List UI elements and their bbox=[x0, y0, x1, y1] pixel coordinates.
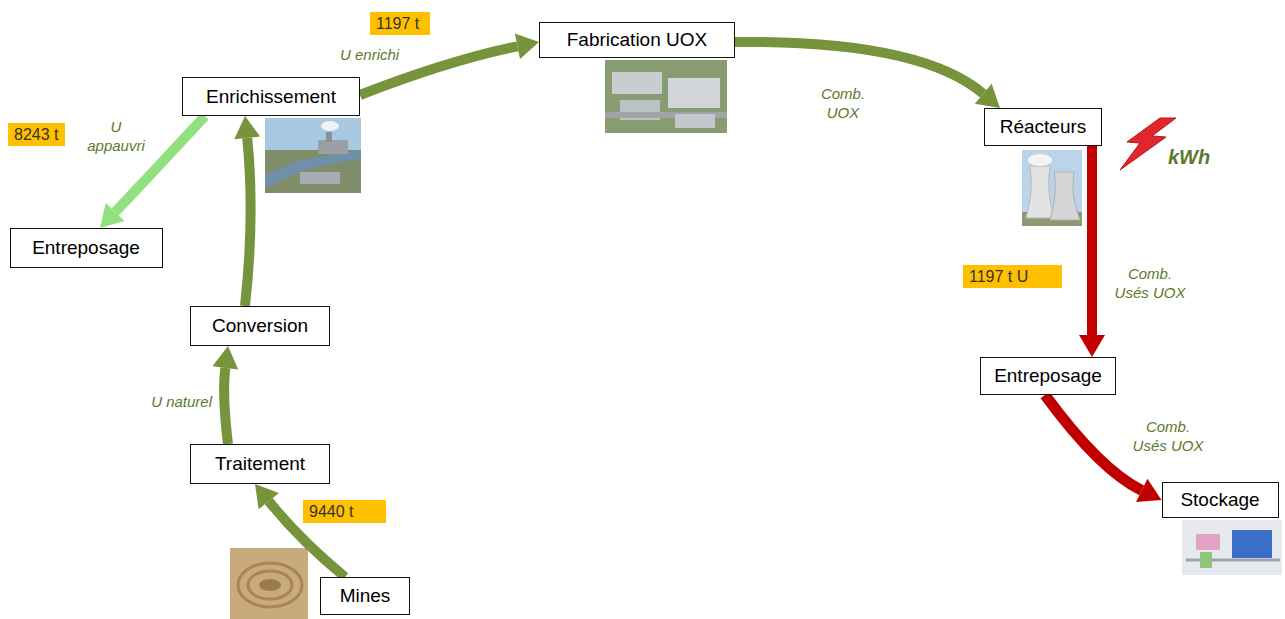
step-box: Stockage bbox=[1162, 482, 1279, 518]
fuel-plant-photo bbox=[605, 60, 727, 133]
arrow-head bbox=[1079, 335, 1105, 357]
flow-line bbox=[1087, 146, 1097, 335]
mine-photo bbox=[230, 548, 308, 619]
arrow-head bbox=[255, 484, 279, 509]
flow-label: Comb. Usés UOX bbox=[1110, 265, 1190, 303]
step-name: Fabrication UOX bbox=[567, 29, 707, 51]
step-box: Mines bbox=[320, 577, 410, 615]
step-name: Traitement bbox=[215, 453, 305, 475]
step-box: Réacteurs bbox=[984, 108, 1102, 146]
step-name: Stockage bbox=[1180, 489, 1259, 511]
arrow-head bbox=[234, 116, 260, 139]
quantity-badge: 1197 t U bbox=[963, 265, 1062, 288]
flow-arrow bbox=[212, 346, 238, 444]
flow-arrow bbox=[234, 116, 260, 306]
step-name: Mines bbox=[340, 585, 391, 607]
arrow-head bbox=[1136, 479, 1161, 502]
reactor-photo bbox=[1022, 150, 1082, 226]
flow-arrow bbox=[735, 42, 1000, 108]
flow-arrow bbox=[255, 484, 345, 577]
repository-photo bbox=[1182, 520, 1282, 575]
quantity-badge: 8243 t bbox=[8, 123, 65, 146]
flow-label: Comb. UOX bbox=[813, 85, 873, 123]
quantity-badge: 9440 t bbox=[303, 500, 386, 523]
flow-line bbox=[115, 116, 205, 212]
step-box: Conversion bbox=[190, 306, 330, 346]
enrichment-photo bbox=[265, 118, 361, 193]
arrow-head bbox=[100, 203, 125, 228]
lightning-bolt bbox=[1120, 118, 1176, 170]
flow-label: U naturel bbox=[151, 393, 212, 412]
step-box: Traitement bbox=[190, 444, 330, 484]
step-box: Enrichissement bbox=[182, 77, 360, 116]
step-box: Entreposage bbox=[10, 228, 163, 268]
flow-line bbox=[245, 138, 251, 306]
arrow-head bbox=[212, 346, 238, 369]
arrow-head bbox=[975, 84, 1000, 108]
step-name: Réacteurs bbox=[1000, 116, 1087, 138]
flow-arrow bbox=[1079, 146, 1105, 357]
quantity-badge: 1197 t bbox=[370, 12, 430, 35]
arrow-head bbox=[515, 34, 539, 59]
flow-line bbox=[224, 368, 228, 444]
step-name: Enrichissement bbox=[206, 86, 336, 108]
flow-line bbox=[1045, 395, 1142, 490]
step-box: Fabrication UOX bbox=[539, 22, 735, 58]
step-box: Entreposage bbox=[980, 357, 1116, 395]
energy-label: kWh bbox=[1168, 146, 1210, 169]
flow-label: U enrichi bbox=[340, 46, 399, 65]
flow-label: U appauvri bbox=[84, 118, 148, 156]
flow-label: Comb. Usés UOX bbox=[1128, 418, 1208, 456]
step-name: Entreposage bbox=[32, 237, 140, 259]
flow-arrow bbox=[360, 34, 539, 95]
step-name: Entreposage bbox=[994, 365, 1102, 387]
step-name: Conversion bbox=[212, 315, 308, 337]
